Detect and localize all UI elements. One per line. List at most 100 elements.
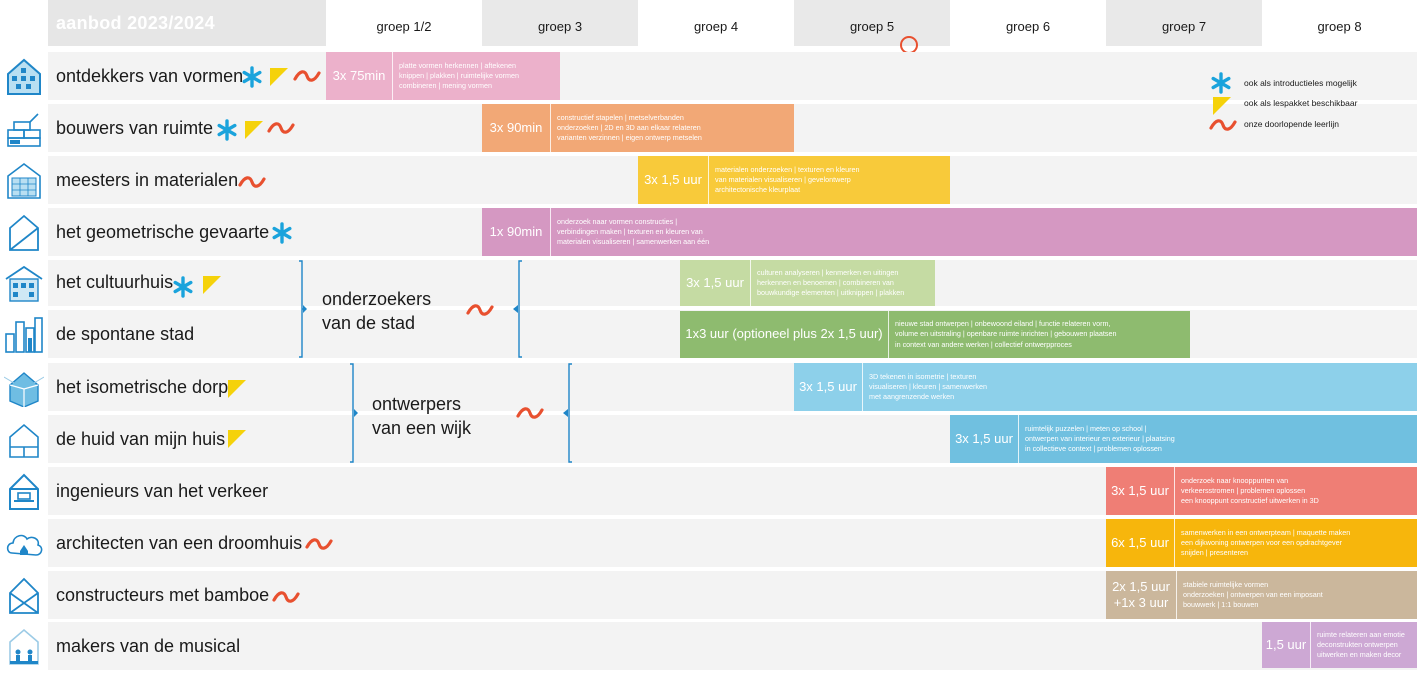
activity-bar: 1,5 uur ruimte relateren aan emotie deco… [1262,622,1417,668]
bar-description-line: 3D tekenen in isometrie | texturen [869,371,977,381]
bar-description-line: in context van andere werken | collectie… [895,339,1072,349]
tilde-icon [304,536,334,552]
tilde-icon [271,589,301,605]
row-label-makers-van-de-musical: makers van de musical [56,636,241,656]
bar-duration: 1x 90min [489,223,543,239]
bar-description-line: platte vormen herkennen | aftekenen [399,60,516,70]
column-header-groep-7: groep 7 [1106,0,1262,46]
column-header-groep-1-2: groep 1/2 [376,19,432,34]
bar-description-line: stabiele ruimtelijke vormen [1183,579,1269,589]
bar-description-line: snijden | presenteren [1181,548,1248,558]
bar-description-line: volume en uitstraling | openbare ruimte … [895,329,1117,339]
asterisk-icon [271,222,293,244]
bar-duration: 1,5 uur [1265,636,1307,652]
bar-description-line: bouwkundige elementen | uitknippen | pla… [757,288,905,298]
bar-duration: 1x3 uur (optioneel plus 2x 1,5 uur) [685,326,883,342]
bar-description-line: onderzoek naar knooppunten van [1181,475,1289,485]
flag-icon [228,380,248,398]
house-pattern-icon [4,56,44,96]
bar-description-line: culturen analyseren | kenmerken en uitin… [757,267,899,277]
row-background [48,622,1417,670]
house-materials-icon [4,160,44,200]
grouping-label-line2: van een wijk [372,418,472,438]
page-title: aanbod 2023/2024 [48,0,326,46]
bar-description-line: combineren | mening vormen [399,81,492,91]
grouping-label-line1: onderzoekers [322,289,432,309]
column-header-groep-6: groep 6 [1005,19,1051,34]
bar-description-line: van materialen visualiseren | gevelontwe… [715,174,851,184]
asterisk-icon [216,119,238,141]
row-label-de-huid-van-mijn-huis: de huid van mijn huis [56,429,226,449]
tilde-icon [1208,117,1238,133]
tilde-icon [237,174,267,190]
flag-icon [1213,97,1233,115]
bar-description-line: constructief stapelen | metselverbanden [557,112,684,122]
bar-duration: 2x 1,5 uur +1x 3 uur [1106,571,1176,619]
bar-description-line: met aangrenzende werken [869,392,955,402]
bar-duration: 3x 1,5 uur [644,171,702,187]
row-label-constructeurs-met-bamboe: constructeurs met bamboe [56,585,270,605]
row-label-het-cultuurhuis: het cultuurhuis [56,272,174,292]
bar-description-line: nieuwe stad ontwerpen | onbewoond eiland… [895,319,1111,329]
legend-text: ook als introductieles mogelijk [1244,78,1357,88]
bar-duration-line: 2x 1,5 uur [1112,578,1170,594]
geometric-house-icon [4,212,44,252]
bar-description-line: verbindingen maken | texturen en kleuren… [557,226,703,236]
activity-bar: 3x 1,5 uur 3D tekenen in isometrie | tex… [794,363,1417,411]
asterisk-icon [172,276,194,298]
activity-bar: 1x3 uur (optioneel plus 2x 1,5 uur) nieu… [680,311,1190,358]
flag-icon [228,430,248,448]
activity-bar: 3x 1,5 uur onderzoek naar knooppunten va… [1106,467,1417,515]
tilde-icon [515,405,545,421]
bar-duration: 6x 1,5 uur [1111,534,1169,550]
asterisk-icon [1210,72,1232,94]
bar-duration: 3x 1,5 uur [955,430,1013,446]
row-label-architecten-van-een-droomhuis: architecten van een droomhuis [56,533,303,553]
legend-text: ook als lespakket beschikbaar [1244,98,1358,108]
dream-house-cloud-icon [4,523,44,563]
left-bracket-icon [349,363,359,463]
activity-bar: 3x 90min constructief stapelen | metselv… [482,104,794,152]
bar-description-line: visualiseren | kleuren | samenwerken [869,381,987,391]
bar-description-line: onderzoek naar vormen constructies | [557,216,678,226]
bar-description-line: herkennen en benoemen | combineren van [757,277,894,287]
bar-description-line: onderzoeken | 2D en 3D aan elkaar relate… [557,122,701,132]
row-label-de-spontane-stad: de spontane stad [56,324,195,344]
tilde-icon [266,120,296,136]
column-header-groep-8: groep 8 [1317,19,1362,34]
activity-bar: 3x 75min platte vormen herkennen | aftek… [326,52,560,100]
row-label-meesters-in-materialen: meesters in materialen [56,170,239,190]
row-label-ingenieurs-van-het-verkeer: ingenieurs van het verkeer [56,481,269,501]
bar-description-line: uitwerken en maken decor [1317,650,1402,660]
bar-description-line: samenwerken in een ontwerpteam | maquett… [1181,527,1351,537]
bar-description-line: architectonische kleurplaat [715,185,801,195]
activity-bar: 6x 1,5 uur samenwerken in een ontwerptea… [1106,519,1417,567]
right-bracket-icon [561,363,573,463]
flag-icon [245,121,265,139]
bar-description-line: materialen visualiseren | samenwerken aa… [557,237,710,247]
grouping-label-line1: ontwerpers [372,394,462,414]
activity-bar: 2x 1,5 uur +1x 3 uur stabiele ruimtelijk… [1106,571,1417,619]
flag-icon [270,68,290,86]
row-label-ontdekkers-van-vormen: ontdekkers van vormen [56,66,244,86]
tilde-icon [465,302,495,318]
activity-bar: 3x 1,5 uur culturen analyseren | kenmerk… [680,260,935,306]
grouping-label-line2: van de stad [322,313,416,333]
house-outline-icon [4,419,44,459]
traffic-engineer-icon [4,471,44,511]
column-header-groep-4: groep 4 [693,19,739,34]
flag-icon [203,276,223,294]
row-label-bouwers-van-ruimte: bouwers van ruimte [56,118,214,138]
bar-description-line: knippen | plakken | ruimtelijke vormen [399,70,519,80]
city-skyline-icon [4,314,44,354]
bar-description-line: ruimtelijk puzzelen | meten op school | [1025,423,1147,433]
activity-bar: 3x 1,5 uur ruimtelijk puzzelen | meten o… [950,415,1417,463]
culture-house-icon [4,263,44,303]
bar-description-line: materialen onderzoeken | texturen en kle… [715,164,860,174]
bar-description-line: onderzoeken | ontwerpen van een imposant [1183,589,1323,599]
right-bracket-icon [511,260,523,358]
bar-description-line: ruimte relateren aan emotie [1317,629,1405,639]
bar-description-line: ontwerpen van interieur en exterieur | p… [1025,433,1175,443]
bar-description-line: bouwwerk | 1:1 bouwen [1183,600,1259,610]
isometric-house-icon [4,367,44,407]
